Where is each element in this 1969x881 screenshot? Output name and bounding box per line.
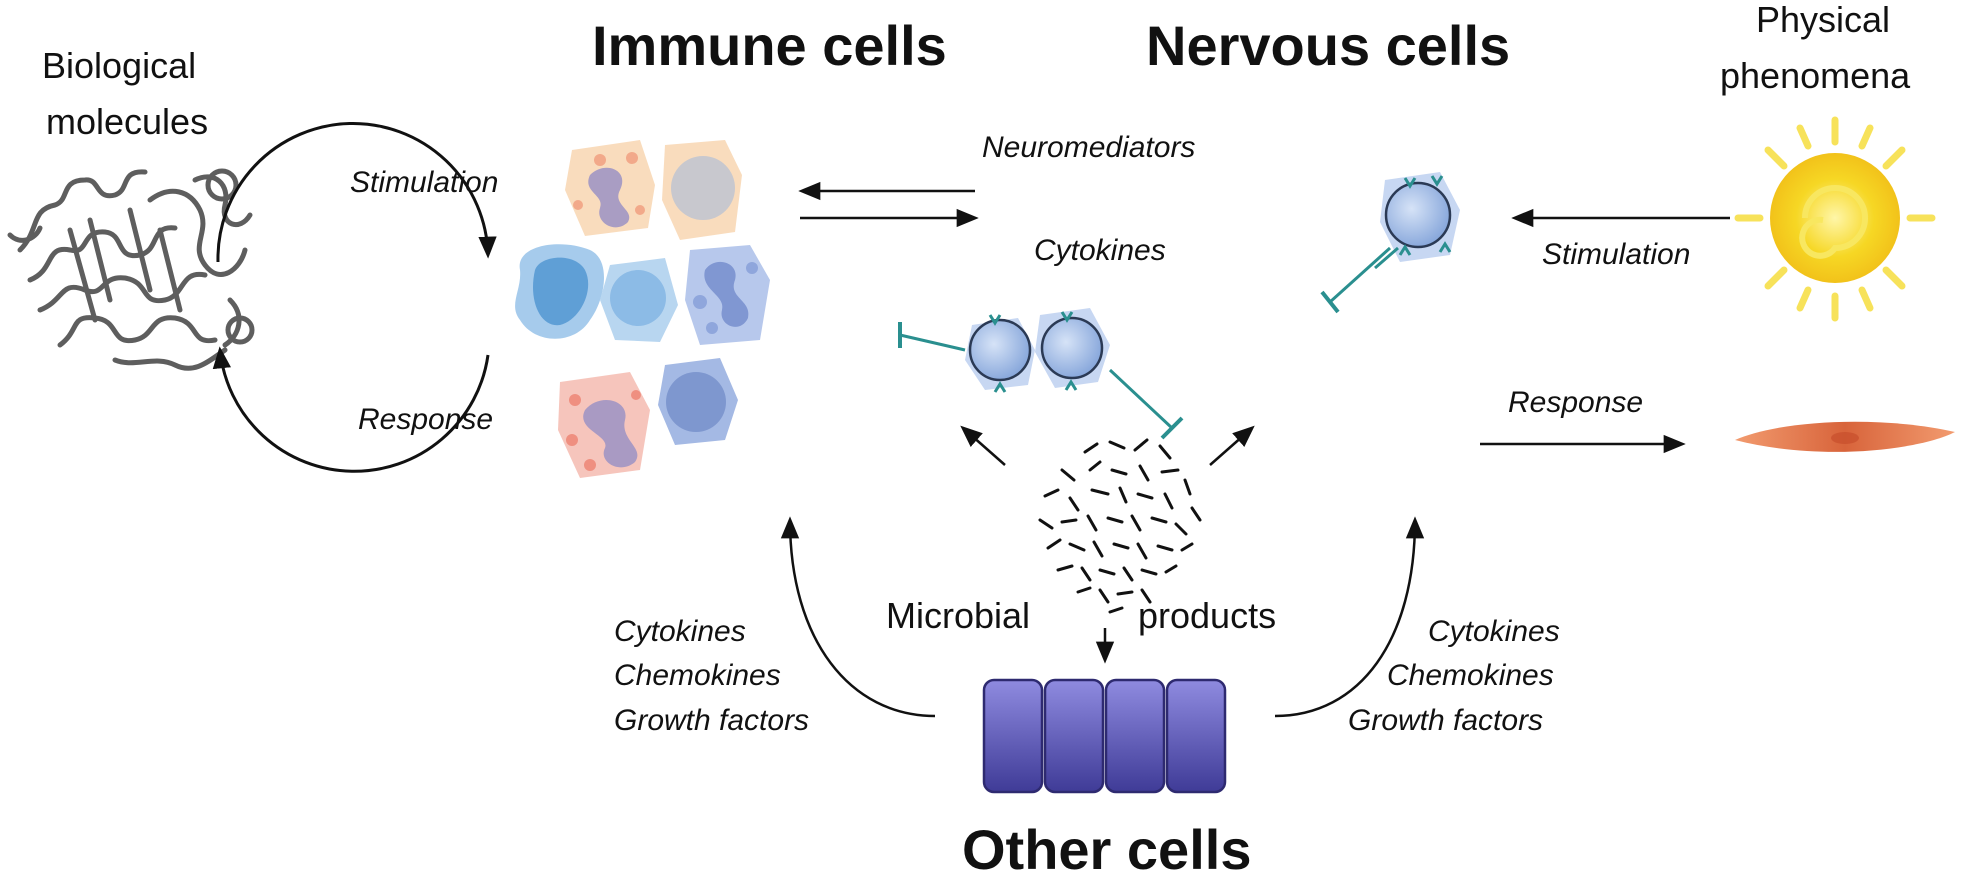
factor-left-growth-factors: Growth factors [614, 704, 810, 737]
factor-left-chemokines: Chemokines [614, 659, 781, 692]
other-cells-heading: Other cells [962, 818, 1252, 881]
sun-icon [1734, 116, 1936, 322]
stimulation-label-right: Stimulation [1542, 238, 1691, 271]
physical-phenomena-label-line2: phenomena [1720, 55, 1911, 96]
nervous-cells-heading: Nervous cells [1146, 14, 1511, 77]
biological-molecules-label-line1: Biological [42, 45, 197, 86]
factor-right-cytokines: Cytokines [1428, 615, 1560, 648]
nervous-cells-cluster [898, 172, 1460, 440]
neuron-icon [1384, 181, 1452, 249]
immune-cells-heading: Immune cells [592, 14, 947, 77]
protein-structure-icon [7, 168, 255, 371]
microbial-to-immune-arrow [960, 425, 1006, 466]
biological-molecules-label-line2: molecules [46, 101, 209, 142]
factor-right-chemokines: Chemokines [1387, 659, 1554, 692]
physical-phenomena-label-line1: Physical [1756, 0, 1891, 40]
microbial-to-nervous-arrow [1209, 425, 1255, 466]
microbial-label: Microbial [886, 595, 1031, 636]
epithelial-cells-icon [982, 678, 1227, 794]
cytokines-label-mid: Cytokines [1034, 234, 1166, 267]
response-label-left: Response [358, 403, 494, 436]
neuron-icon [968, 318, 1032, 382]
muscle-cell-icon [1735, 421, 1955, 452]
neuromediators-label: Neuromediators [982, 131, 1196, 164]
other-to-immune-arrow [780, 516, 936, 718]
factor-right-growth-factors: Growth factors [1348, 704, 1544, 737]
microbial-products-icon [1038, 438, 1202, 614]
neuron-icon [1040, 316, 1104, 380]
response-arc-left [212, 346, 490, 473]
products-label: products [1138, 595, 1277, 636]
other-to-nervous-arrow [1274, 516, 1425, 718]
immune-cells-cluster [515, 140, 770, 478]
stimulation-arc-left [216, 122, 497, 263]
factor-left-cytokines: Cytokines [614, 615, 746, 648]
stimulation-label-left: Stimulation [350, 166, 499, 199]
response-label-right: Response [1508, 386, 1644, 419]
